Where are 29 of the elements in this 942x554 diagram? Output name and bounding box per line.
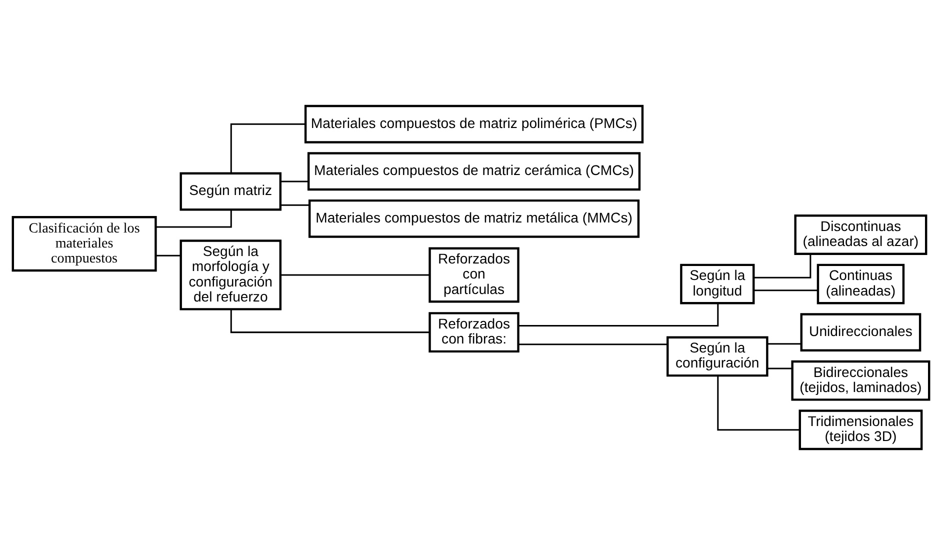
connector [518,343,668,345]
connector [280,180,308,182]
connector [754,289,818,291]
node-box: Materiales compuestos de matriz polimérica (PMCs) [304,104,644,143]
connector [768,367,792,369]
node-box: Reforzados con fibras: [428,312,520,352]
node-box: Según la configuración [666,336,768,376]
node-box: Según la morfología y configuración del refuerzo [180,239,282,310]
node-box: Reforzados con partículas [428,246,520,302]
connector [280,204,310,206]
connector [717,375,800,430]
connector [156,254,181,256]
connector [230,122,306,173]
connector [518,302,719,326]
node-box: Unidireccionales [800,312,922,352]
node-box: Materiales compuestos de matriz cerámica (CMCs) [307,152,641,190]
connector [230,308,430,333]
connector [754,254,812,278]
connector [768,342,802,344]
connector [156,209,232,228]
node-box: Según matriz [180,172,282,210]
node-box: Según la longitud [680,263,755,304]
node-box: Tridimensionales (tejidos 3D) [798,409,923,450]
node-box: Bidireccionales (tejidos, laminados) [791,360,930,400]
node-box: Materiales compuestos de matriz metálica (MMCs) [308,198,640,238]
node-box: Discontinuas (alineadas al azar) [794,214,928,254]
connector [280,274,430,276]
node-box: Clasificación de los materiales compuestos [12,216,157,272]
node-box: Continuas (alineadas) [816,263,905,304]
